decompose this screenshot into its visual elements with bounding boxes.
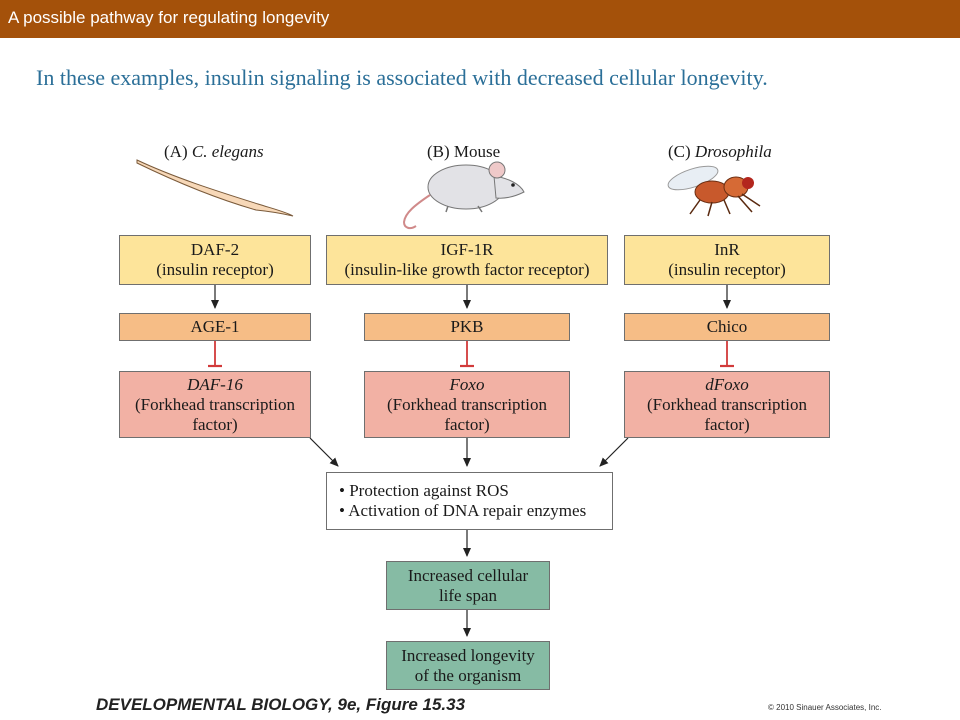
factor-desc-c-line1: (Forkhead transcription	[646, 394, 808, 414]
organism-longevity-box: Increased longevity of the organism	[386, 641, 550, 690]
receptor-name-b: IGF-1R	[440, 240, 494, 259]
factor-desc-c-line2: factor)	[704, 414, 750, 434]
kinase-name-b: PKB	[450, 317, 484, 336]
panel-organism-c: Drosophila	[694, 142, 772, 161]
cellular-lifespan-line2: life span	[438, 585, 498, 605]
panel-label-a: (A) C. elegans	[164, 142, 264, 162]
slide-subtitle: In these examples, insulin signaling is …	[36, 65, 768, 90]
panel-organism-b: Mouse	[453, 142, 501, 161]
factor-desc-b-line1: (Forkhead transcription	[386, 394, 548, 414]
kinase-name-c: Chico	[706, 317, 748, 336]
factor-box-c: dFoxo (Forkhead transcription factor)	[624, 371, 830, 438]
panel-label-c: (C) Drosophila	[668, 142, 772, 162]
header-bar: A possible pathway for regulating longev…	[0, 0, 960, 38]
kinase-name-a: AGE-1	[190, 317, 240, 336]
inhibition-c	[720, 341, 734, 368]
receptor-box-c: InR (insulin receptor)	[624, 235, 830, 285]
effect-ros-protection: • Protection against ROS	[339, 481, 509, 500]
panel-letter-c: (C)	[668, 142, 691, 161]
receptor-name-a: DAF-2	[190, 240, 240, 259]
effects-box: • Protection against ROS • Activation of…	[326, 472, 613, 530]
organism-longevity-line2: of the organism	[414, 665, 522, 685]
factor-box-a: DAF-16 (Forkhead transcription factor)	[119, 371, 311, 438]
organism-longevity-line1: Increased longevity	[401, 645, 535, 665]
receptor-desc-c: (insulin receptor)	[668, 260, 786, 279]
cellular-lifespan-line1: Increased cellular	[407, 565, 529, 585]
cellular-lifespan-box: Increased cellular life span	[386, 561, 550, 610]
effect-dna-repair: • Activation of DNA repair enzymes	[339, 501, 587, 520]
worm-illustration	[136, 159, 294, 217]
arrow-factor-to-effects-c	[599, 437, 629, 467]
kinase-box-c: Chico	[624, 313, 830, 341]
factor-name-b: Foxo	[449, 374, 485, 394]
panel-organism-a: C. elegans	[191, 142, 264, 161]
kinase-box-a: AGE-1	[119, 313, 311, 341]
panel-letter-a: (A)	[164, 142, 188, 161]
slide-title: A possible pathway for regulating longev…	[8, 8, 330, 27]
inhibition-b	[460, 341, 474, 368]
receptor-box-b: IGF-1R (insulin-like growth factor recep…	[326, 235, 608, 285]
factor-name-c: dFoxo	[705, 374, 749, 394]
copyright-notice: © 2010 Sinauer Associates, Inc.	[768, 703, 882, 712]
factor-desc-b-line2: factor)	[444, 414, 490, 434]
factor-desc-a-line2: factor)	[192, 414, 238, 434]
fly-illustration	[667, 165, 761, 217]
figure-source-title: DEVELOPMENTAL BIOLOGY, 9e, Figure 15.33	[96, 695, 466, 714]
receptor-box-a: DAF-2 (insulin receptor)	[119, 235, 311, 285]
receptor-desc-a: (insulin receptor)	[156, 260, 274, 279]
mouse-illustration	[402, 161, 525, 230]
factor-box-b: Foxo (Forkhead transcription factor)	[364, 371, 570, 438]
panel-label-b: (B) Mouse	[427, 142, 500, 162]
receptor-desc-b: (insulin-like growth factor receptor)	[344, 260, 590, 279]
arrow-factor-to-effects-a	[309, 437, 339, 467]
factor-desc-a-line1: (Forkhead transcription	[134, 394, 296, 414]
kinase-box-b: PKB	[364, 313, 570, 341]
factor-name-a: DAF-16	[187, 374, 243, 394]
inhibition-a	[208, 341, 222, 368]
panel-letter-b: (B)	[427, 142, 450, 161]
receptor-name-c: InR	[714, 240, 740, 259]
